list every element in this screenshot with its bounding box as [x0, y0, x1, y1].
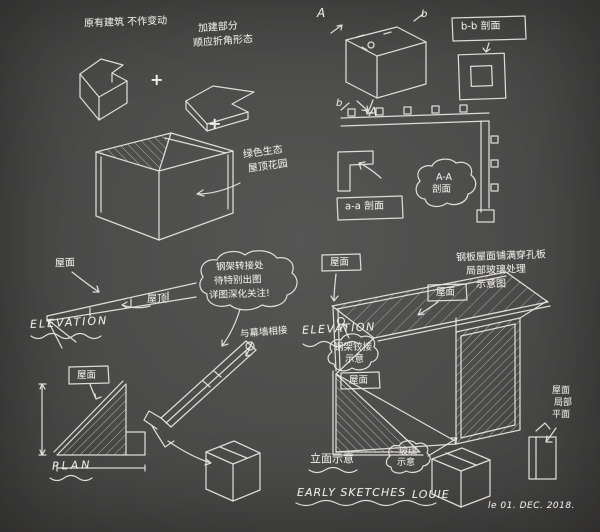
glass-note-cloud — [385, 437, 458, 474]
panel-note-line2: 局部玻璃处理 — [465, 263, 527, 278]
gable-triangle-sketch — [332, 307, 457, 456]
section-marker-b-bottom: b — [336, 98, 343, 109]
label-roof-box-left: 屋面 — [77, 370, 97, 381]
hinge-cloud-line2: 示意 — [345, 354, 365, 365]
label-roof-mid-right: 屋面 — [436, 287, 456, 298]
partial-plan-detail-sketch — [528, 422, 557, 480]
small-cube-left-sketch — [205, 440, 261, 502]
glass-cloud-line2: 示意 — [397, 458, 416, 468]
wall-panel-sketch — [455, 300, 548, 445]
footer-title: EARLY SKETCHES — [297, 486, 407, 499]
hinge-note-cloud — [327, 323, 379, 372]
facade-underline — [308, 466, 358, 474]
glass-cloud-line1: 玻璃 — [399, 447, 418, 457]
plus-sign-1: + — [150, 70, 164, 89]
section-bb-label-box — [451, 15, 527, 53]
footer-underline — [295, 499, 437, 507]
roof-label-right-arrow — [417, 301, 439, 316]
plan-underline — [49, 474, 93, 482]
footer-author: LOUIE — [412, 488, 450, 501]
label-partial-line3: 平面 — [552, 410, 571, 420]
label-roof-top-left: 屋面 — [54, 257, 76, 270]
label-roof-mid-left: 屋顶 — [147, 294, 167, 305]
footer-date: le 01. DEC. 2018. — [488, 501, 575, 511]
elevation-underline-right — [302, 340, 360, 348]
label-roof-left-right: 屋面 — [330, 257, 350, 268]
existing-building-block-sketch — [79, 58, 128, 121]
label-section-aa: a-a 剖面 — [344, 200, 385, 213]
roof-plane-sketch — [331, 271, 551, 342]
steel-beam-sketch — [143, 340, 257, 466]
roof-edge-sketch — [46, 271, 197, 349]
axon-box-sketch — [330, 13, 427, 112]
plus-sign-2: + — [208, 114, 222, 133]
steel-joint-cloud-line1: 钢架转接处 — [215, 260, 264, 273]
roof-label-mid-box — [427, 283, 468, 302]
panel-note-line3: 示意图 — [475, 278, 507, 291]
steel-joint-cloud-line2: 待特别出图 — [213, 274, 262, 287]
label-partial-line2: 局部 — [554, 398, 573, 408]
section-aa-label-box — [336, 195, 404, 221]
corner-section-sketch — [337, 150, 382, 192]
roof-label-triangle-box — [340, 371, 381, 390]
elevation-triangle-sketch — [38, 365, 146, 472]
label-facade-diagram: 立面示意 — [310, 452, 354, 465]
cloud-section-aa-line2: 剖面 — [432, 184, 452, 195]
steel-joint-note-cloud — [199, 250, 298, 347]
section-marker-a-top: A — [317, 6, 326, 20]
green-note-arrow — [196, 182, 241, 197]
addition-block-sketch — [185, 85, 255, 132]
label-partial-line1: 屋面 — [552, 386, 571, 396]
cloud-section-aa-line1: A-A — [436, 172, 453, 183]
elevation-underline-left — [30, 332, 102, 340]
section-marker-a-bottom: A — [369, 105, 378, 119]
label-section-bb: b-b 剖面 — [460, 20, 501, 33]
roof-label-left-box — [321, 253, 362, 272]
section-marker-b-top: b — [421, 9, 428, 20]
label-roof-box-right: 屋面 — [349, 375, 369, 386]
roof-label-left-arrow — [330, 273, 339, 302]
combined-cube-sketch — [95, 132, 234, 241]
steel-joint-cloud-line3: 详图深化关注! — [208, 287, 270, 302]
section-aa-cloud — [415, 158, 477, 208]
small-cube-right-sketch — [431, 447, 491, 508]
column-section-sketch — [457, 52, 507, 101]
plan-label: PLAN — [51, 458, 93, 473]
hinge-cloud-line1: 钢架铰接 — [334, 342, 373, 353]
curtain-wall-plan-sketch — [340, 99, 499, 223]
